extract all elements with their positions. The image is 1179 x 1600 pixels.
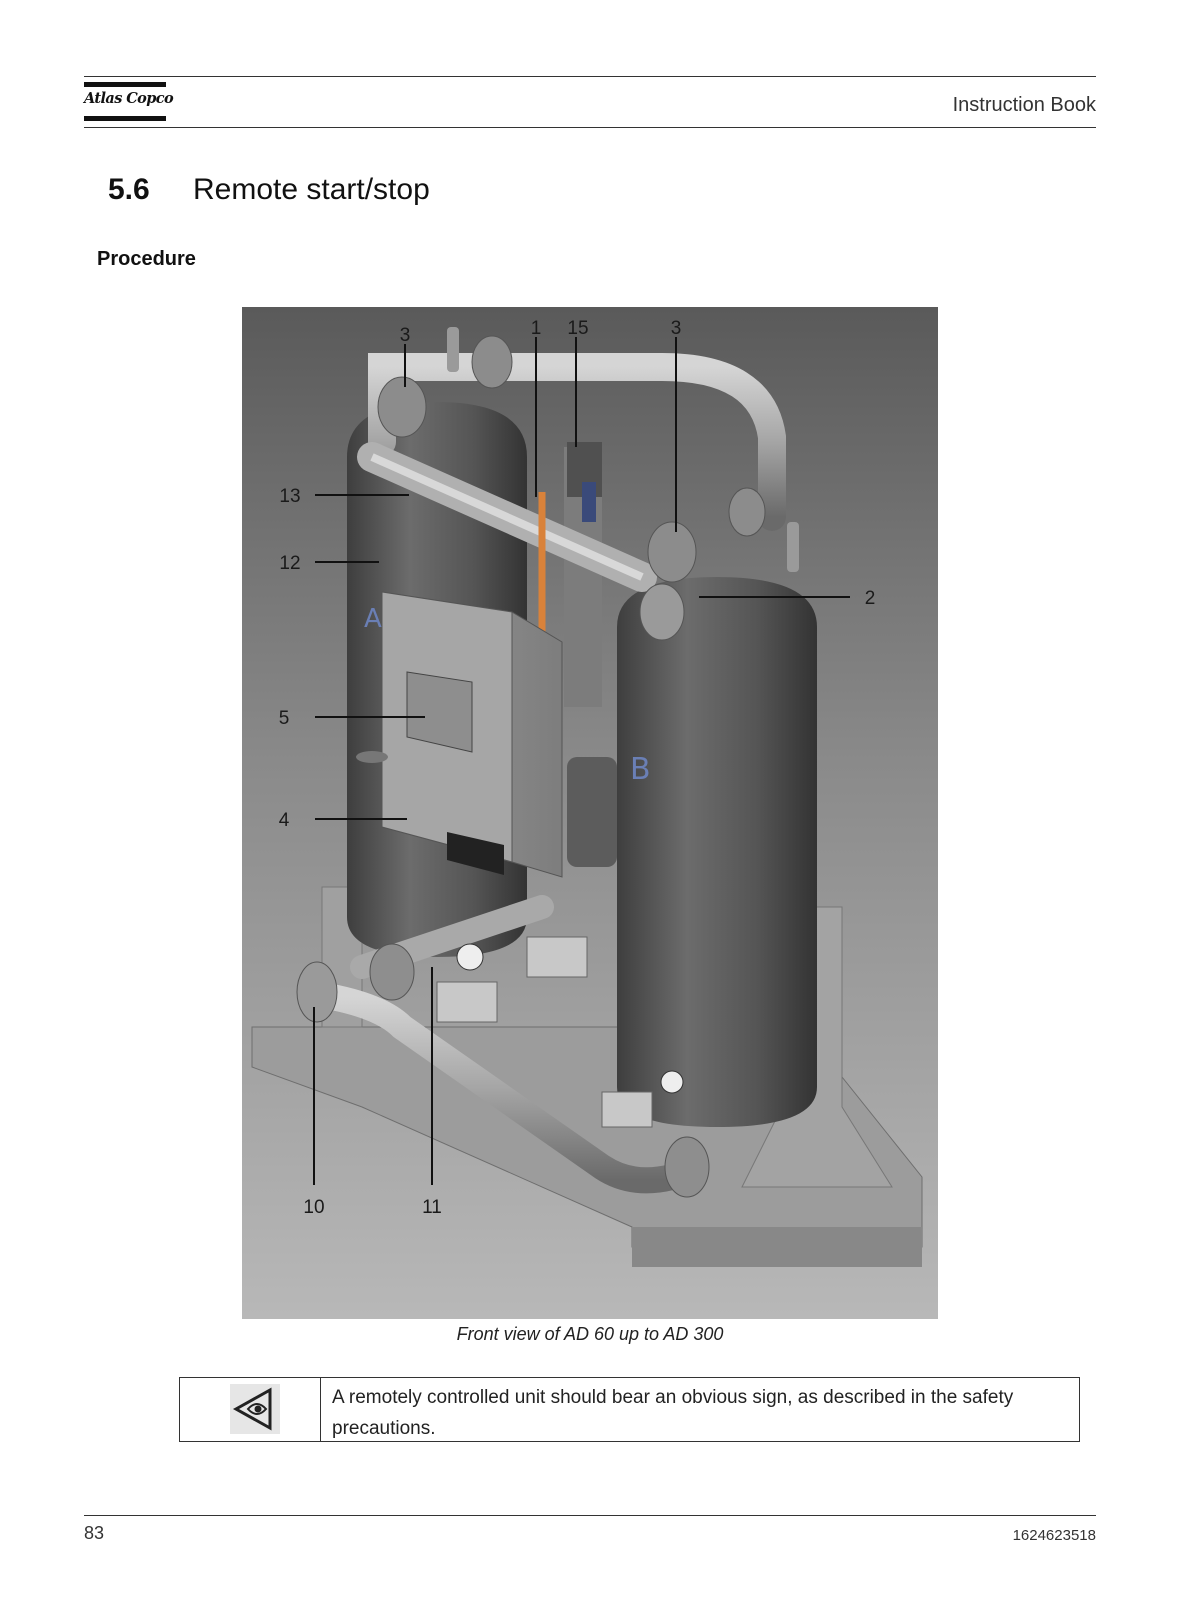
callout-3-left: 3 [400, 325, 411, 346]
callout-5: 5 [279, 708, 290, 729]
vessel-b [617, 577, 817, 1127]
logo-wordmark: Atlas Copco [84, 90, 174, 107]
inlet-flange [296, 961, 338, 1023]
vessel-b-label: B [630, 752, 651, 787]
figure-caption: Front view of AD 60 up to AD 300 [456, 1324, 724, 1344]
bottom-pipe-front [299, 984, 685, 1194]
valve-block-right [601, 1091, 653, 1128]
callout-4: 4 [279, 810, 290, 831]
flange-right [647, 521, 697, 583]
callout-3-right: 3 [671, 318, 682, 339]
cabinet-logo-plate [447, 832, 504, 875]
safety-note-table: A remotely controlled unit should bear a… [179, 1377, 1080, 1442]
pressure-gauge-right [660, 1070, 684, 1094]
flange-front [639, 583, 685, 641]
atlas-copco-logo: Atlas Copco [84, 82, 174, 122]
top-pipe-highlight [370, 453, 644, 581]
flange-top-rear [471, 335, 513, 389]
logo-bottom-bar [84, 116, 166, 121]
callout-1: 1 [531, 318, 542, 339]
valve-block-left [436, 981, 498, 1023]
silencer-right [787, 522, 799, 572]
filter-housing [567, 757, 617, 867]
pressure-gauge-left [456, 943, 484, 971]
base-skid [632, 1227, 922, 1267]
callout-11: 11 [422, 1197, 442, 1218]
section-number: 5.6 [108, 173, 150, 206]
cabinet-window [406, 671, 473, 753]
document-number: 1624623518 [1012, 1527, 1096, 1544]
callout-12: 12 [279, 553, 300, 574]
header-bottom-rule [84, 127, 1096, 128]
callout-13: 13 [279, 486, 300, 507]
dryer-illustration: A B [242, 307, 938, 1319]
callout-10: 10 [303, 1197, 324, 1218]
top-pipe-rear [368, 353, 786, 531]
page-number: 83 [84, 1523, 105, 1543]
regulator-knob [582, 482, 596, 522]
footer-rule [84, 1515, 1096, 1516]
valve-block-center [526, 936, 588, 978]
vessel-a-label: A [364, 604, 382, 634]
callout-2: 2 [865, 588, 876, 609]
silencer-left [447, 327, 459, 372]
logo-top-bar [84, 82, 166, 87]
callout-15: 15 [567, 318, 588, 339]
valve-flange [369, 943, 415, 1001]
flange-top-left [377, 376, 427, 438]
dryer-front-view-figure: A B [242, 307, 938, 1319]
note-icon-cell [180, 1378, 321, 1441]
outlet-flange [664, 1136, 710, 1198]
cabinet-handle [356, 751, 388, 763]
procedure-subheading: Procedure [97, 248, 196, 270]
note-text: A remotely controlled unit should bear a… [332, 1387, 1014, 1439]
header-top-rule [84, 76, 1096, 77]
flange-rear-right [728, 487, 766, 537]
section-title: Remote start/stop [193, 173, 430, 206]
callout-leader-lines [313, 337, 850, 1185]
eye-warning-icon [230, 1384, 280, 1434]
document-title: Instruction Book [952, 94, 1096, 116]
